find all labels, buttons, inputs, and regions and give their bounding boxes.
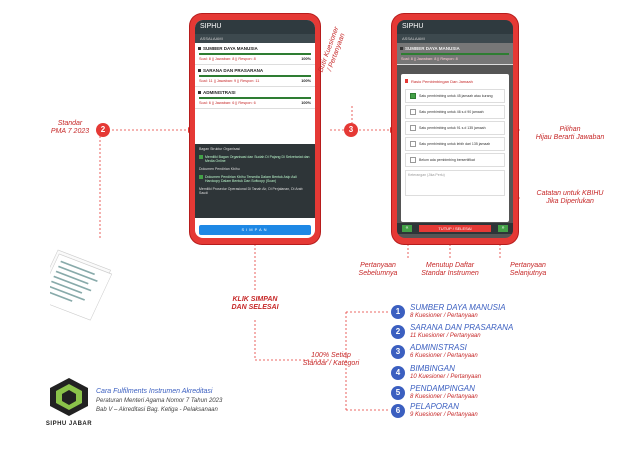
siphu-logo: SIPHU JABAR (44, 376, 94, 428)
label-setiap: 100% Setiap Standar / Kategori (302, 352, 360, 367)
category-title: PELAPORAN (410, 402, 459, 411)
document-stack-illustration (36, 238, 150, 328)
phone-mockup-questionnaire: SIPHU ASSALAAMI SUMBER DAYA MANUSIA Soal… (392, 14, 518, 244)
sub-bar: ASSALAAMI (397, 34, 513, 43)
app-title: SIPHU (200, 23, 222, 30)
footer-title: Cara Fulfilments Instrumen Akreditasi (96, 388, 213, 395)
category-number: 3 (391, 345, 405, 359)
app-title: SIPHU (402, 23, 424, 30)
progress-bar (199, 75, 311, 77)
progress-bar (401, 53, 509, 55)
note-textarea[interactable]: Keterangan (Jika Perlu) (405, 170, 505, 196)
category-number: 1 (391, 305, 405, 319)
question-modal: Rasio Pembimbingan Dan Jamaah Satu pembi… (401, 74, 509, 222)
section-sdm[interactable]: SUMBER DAYA MANUSIA Soal: 8 || Jawaban: … (195, 43, 315, 65)
label-next: Pertanyaan Selanjutnya (509, 262, 547, 277)
category-title: SUMBER DAYA MANUSIA (410, 303, 506, 312)
section-header: SUMBER DAYA MANUSIA Soal: 8 || Jawaban: … (397, 43, 513, 65)
phone-screen: SIPHU ASSALAAMI SUMBER DAYA MANUSIA Soal… (195, 20, 315, 238)
section-title: SARANA DAN PRASARANA (195, 65, 315, 74)
question-text: Dokumen Pendirian Kbihu (199, 167, 240, 171)
category-title: BIMBINGAN (410, 364, 455, 373)
app-bar: SIPHU (397, 20, 513, 34)
category-title: PENDAMPINGAN (410, 384, 475, 393)
category-sub: 8 Kuesioner / Pertanyaan (410, 394, 478, 400)
option-1[interactable]: Satu pembimbing untuk 45 jamaah atau kur… (405, 89, 505, 103)
category-title: SARANA DAN PRASARANA (410, 323, 514, 332)
footer-line1: Peraturan Menteri Agama Nomor 7 Tahun 20… (96, 398, 223, 404)
option-2[interactable]: Satu pembimbing untuk 46 s.d 90 jamaah (405, 105, 505, 119)
label-standar: Standar PMA 7 2023 (50, 120, 90, 135)
check-icon (199, 155, 203, 159)
close-button[interactable]: TUTUP / SELESAI (419, 225, 491, 232)
label-prev: Pertanyaan Sebelumnya (358, 262, 398, 277)
prev-button[interactable]: « (402, 225, 412, 232)
answer-item[interactable]: Dokumen Pendirian Kbihu Tersedia Dalam B… (195, 174, 315, 184)
app-bar: SIPHU (195, 20, 315, 34)
checkbox-icon (410, 125, 416, 131)
checkbox-icon (410, 109, 416, 115)
label-catatan: Catatan untuk KBIHU Jika Diperlukan (536, 190, 604, 205)
modal-title: Rasio Pembimbingan Dan Jamaah (401, 74, 509, 87)
checkbox-icon (410, 141, 416, 147)
progress-bar (199, 53, 311, 55)
footer-line2: Bab V – Akreditasi Bag. Ketiga - Pelaksa… (96, 407, 218, 413)
category-number: 5 (391, 386, 405, 400)
label-pilihan: Pilihan Hijau Berarti Jawaban (535, 126, 605, 141)
section-sarpras[interactable]: SARANA DAN PRASARANA Soal: 11 || Jawaban… (195, 65, 315, 87)
step-3-badge: 3 (344, 123, 358, 137)
section-stat: Soal: 8 || Jawaban: 8 || Respon: 8 (397, 56, 513, 65)
logo-text: SIPHU JABAR (45, 421, 93, 427)
question-text: Bagan Struktur Organisasi (199, 147, 241, 151)
category-sub: 10 Kuesioner / Pertanyaan (410, 374, 482, 380)
category-number: 6 (391, 404, 405, 418)
label-klik: KLIK SIMPAN DAN SELESAI (231, 296, 279, 311)
step-2-badge: 2 (96, 123, 110, 137)
next-button[interactable]: » (498, 225, 508, 232)
sub-bar: ASSALAAMI (195, 34, 315, 43)
section-title: ADMINISTRASI (195, 87, 315, 96)
option-4[interactable]: Satu pembimbing untuk lebih dari 135 jam… (405, 137, 505, 151)
list-icon (405, 79, 408, 83)
checkbox-icon (410, 157, 416, 163)
category-number: 2 (391, 325, 405, 339)
section-title: SUMBER DAYA MANUSIA (195, 43, 315, 52)
category-sub: 9 Kuesioner / Pertanyaan (410, 412, 478, 418)
modal-footer: « TUTUP / SELESAI » (397, 223, 513, 234)
option-5[interactable]: Belum ada pembimbing bersertifikat (405, 153, 505, 167)
section-title: SUMBER DAYA MANUSIA (397, 43, 513, 52)
simpan-button[interactable]: SIMPAN (199, 225, 311, 235)
check-icon (199, 175, 203, 179)
option-3[interactable]: Satu pembimbing untuk 91 s.d 135 jamaah (405, 121, 505, 135)
question-list: Bagan Struktur Organisasi Memiliki Bagan… (195, 144, 315, 218)
checkbox-icon (410, 93, 416, 99)
progress-bar (199, 97, 311, 99)
category-title: ADMINISTRASI (410, 343, 467, 352)
section-administrasi[interactable]: ADMINISTRASI Soal: 6 || Jawaban: 6 || Re… (195, 87, 315, 109)
category-sub: 8 Kuesioner / Pertanyaan (410, 313, 478, 319)
question-text: Memiliki Prosedur Operasional Di Tanah A… (199, 187, 303, 195)
answer-item[interactable]: Memiliki Bagan Organisasi dan Sudah Di P… (195, 154, 315, 164)
phone-screen: SIPHU ASSALAAMI SUMBER DAYA MANUSIA Soal… (397, 20, 513, 238)
category-sub: 11 Kuesioner / Pertanyaan (410, 333, 481, 339)
phone-mockup-standards: SIPHU ASSALAAMI SUMBER DAYA MANUSIA Soal… (190, 14, 320, 244)
category-number: 4 (391, 366, 405, 380)
hexagon-logo-icon (50, 378, 88, 416)
label-tutup: Menutup Daftar Standar Instrumen (421, 262, 479, 277)
category-sub: 6 Kuesioner / Pertanyaan (410, 353, 478, 359)
